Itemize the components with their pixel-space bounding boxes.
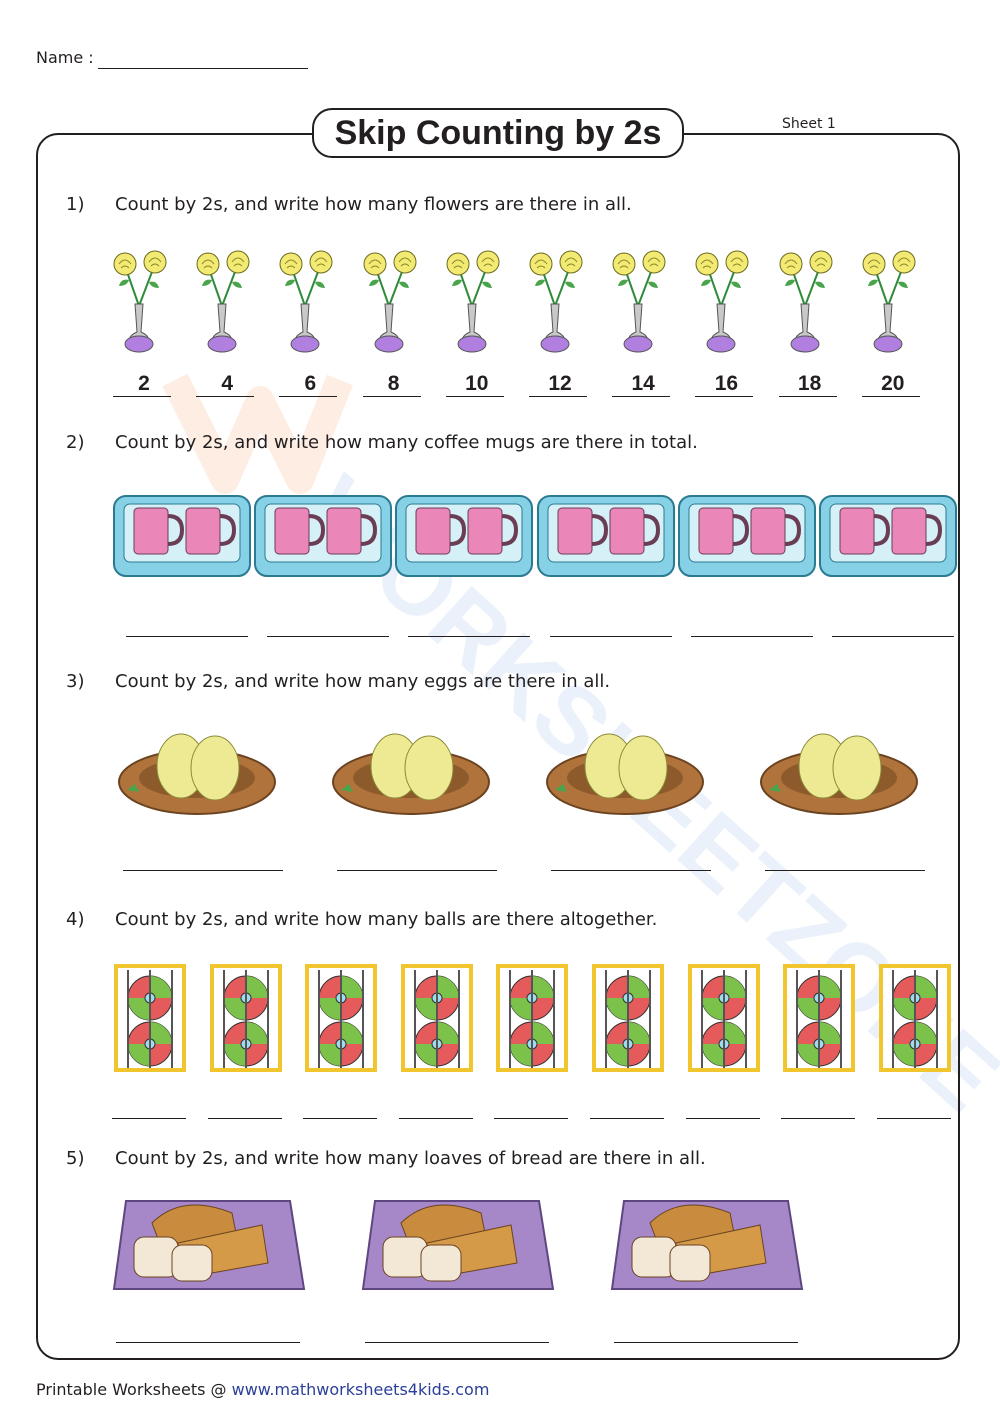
egg-nest-icon <box>546 733 704 815</box>
ball-crate-icon <box>209 964 282 1072</box>
answer-value: 20 <box>881 372 905 395</box>
question-1-number: 1) <box>66 194 85 215</box>
flower-vase-icon <box>529 250 583 353</box>
answer-line[interactable] <box>690 636 813 637</box>
answer-value: 8 <box>387 372 400 395</box>
question-5-number: 5) <box>66 1148 85 1169</box>
answer-line[interactable] <box>408 636 531 637</box>
answer-line[interactable] <box>398 1118 473 1119</box>
mug-tray-icon <box>395 495 534 577</box>
name-label: Name : <box>36 48 94 67</box>
flower-vase-icon <box>113 250 167 353</box>
ball-crate-icon <box>114 964 186 1072</box>
egg-nest-icon <box>118 733 276 815</box>
answer-line[interactable] <box>365 1342 549 1343</box>
answer-line[interactable] <box>832 636 954 637</box>
ball-crate-icon <box>496 964 569 1072</box>
answer-line[interactable] <box>765 870 925 871</box>
answer-line[interactable] <box>303 1118 378 1119</box>
flower-vase-icon <box>695 250 749 353</box>
answer-value: 18 <box>797 372 822 395</box>
answer-line[interactable] <box>551 870 711 871</box>
question-4-text: Count by 2s, and write how many balls ar… <box>115 909 658 930</box>
flower-vase-icon <box>363 250 417 353</box>
ball-crate-icon <box>687 964 760 1072</box>
answer-line[interactable] <box>337 870 497 871</box>
answer-line[interactable] <box>590 1118 664 1119</box>
answer-line[interactable] <box>362 396 421 397</box>
answer-line[interactable] <box>112 1118 186 1119</box>
answer-line[interactable] <box>445 396 504 397</box>
flower-vase-icon <box>279 250 333 353</box>
ball-crate-icon <box>592 964 664 1072</box>
answer-line[interactable] <box>778 396 837 397</box>
question-4-number: 4) <box>66 909 85 930</box>
answer-line[interactable] <box>123 870 283 871</box>
sheet-label: Sheet 1 <box>782 116 836 132</box>
question-3-text: Count by 2s, and write how many eggs are… <box>115 671 611 692</box>
answer-line[interactable] <box>612 396 671 397</box>
answer-line[interactable] <box>207 1118 282 1119</box>
footer-link[interactable]: www.mathworksheets4kids.com <box>231 1380 490 1399</box>
bread-tray-icon <box>610 1200 804 1290</box>
answer-line[interactable] <box>267 636 390 637</box>
question-2-number: 2) <box>66 432 85 453</box>
answer-value: 12 <box>548 372 572 395</box>
answer-line[interactable] <box>126 636 248 637</box>
mug-tray-icon <box>677 495 816 577</box>
egg-nest-icon <box>332 733 490 815</box>
answer-line[interactable] <box>196 396 255 397</box>
mug-tray-icon <box>536 495 675 577</box>
ball-crate-icon <box>783 964 856 1072</box>
footer: Printable Worksheets @ www.mathworksheet… <box>36 1380 489 1399</box>
answer-line[interactable] <box>695 396 754 397</box>
answer-value: 14 <box>631 372 655 395</box>
worksheet-title: Skip Counting by 2s <box>312 108 684 158</box>
flower-vase-icon <box>612 250 666 353</box>
flower-vase-icon <box>446 250 500 353</box>
question-5-text: Count by 2s, and write how many loaves o… <box>115 1148 706 1169</box>
answer-line[interactable] <box>876 1118 951 1119</box>
answer-line[interactable] <box>614 1342 798 1343</box>
ball-crate-icon <box>878 964 951 1072</box>
name-answer-line[interactable] <box>98 68 308 69</box>
ball-crate-icon <box>305 964 378 1072</box>
question-1-text: Count by 2s, and write how many flowers … <box>115 194 632 215</box>
footer-prefix: Printable Worksheets @ <box>36 1380 232 1399</box>
answer-line[interactable] <box>861 396 920 397</box>
answer-line[interactable] <box>116 1342 300 1343</box>
bread-tray-icon <box>112 1200 306 1290</box>
flower-vase-icon <box>862 250 916 353</box>
answer-line[interactable] <box>781 1118 856 1119</box>
answer-value: 16 <box>714 372 739 395</box>
answer-line[interactable] <box>549 636 672 637</box>
answer-line[interactable] <box>685 1118 760 1119</box>
answer-line[interactable] <box>279 396 338 397</box>
answer-line[interactable] <box>529 396 587 397</box>
question-2-text: Count by 2s, and write how many coffee m… <box>115 432 698 453</box>
bread-tray-icon <box>361 1200 555 1290</box>
mug-tray-icon <box>254 495 393 577</box>
answer-value: 4 <box>221 372 234 395</box>
answer-line[interactable] <box>113 396 171 397</box>
mug-tray-icon <box>113 495 251 577</box>
answer-value: 10 <box>465 372 489 395</box>
answer-line[interactable] <box>494 1118 569 1119</box>
egg-nest-icon <box>760 733 918 815</box>
answer-value: 6 <box>304 372 317 395</box>
flower-vase-icon <box>779 250 833 353</box>
mug-tray-icon <box>819 495 957 577</box>
flower-vase-icon <box>196 250 250 353</box>
answer-value: 2 <box>138 372 150 395</box>
ball-crate-icon <box>400 964 473 1072</box>
question-3-number: 3) <box>66 671 85 692</box>
